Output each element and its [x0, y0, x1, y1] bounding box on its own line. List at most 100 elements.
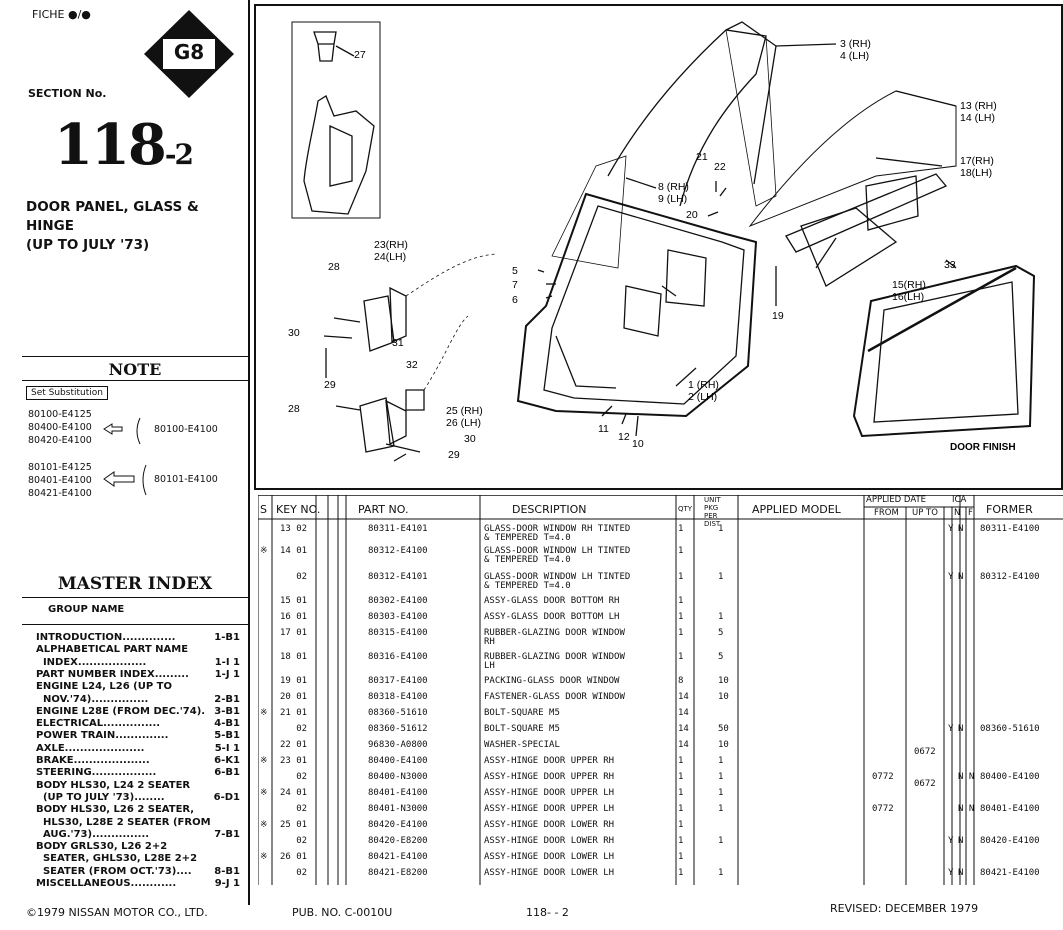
callout-12: 12 [618, 431, 630, 443]
master-index-item: INTRODUCTION..............1-B1 [36, 632, 246, 643]
section-number: 118-2 [54, 112, 194, 178]
callout-25rh: 25 (RH) [446, 405, 483, 417]
cell-former: 80312-E4100 [980, 572, 1040, 582]
callout-22: 22 [714, 161, 726, 173]
exploded-diagram: 27 3 (RH) 4 (LH) 13 (RH) 14 (LH) 21 22 1… [254, 4, 1063, 490]
col-n: N [954, 508, 961, 518]
index-item-page: 3-B1 [214, 705, 240, 717]
index-item-label: AXLE..................... [36, 742, 145, 754]
substitution-target-1: 80100-E4100 [154, 424, 218, 435]
cell-desc: ASSY-HINGE DOOR LOWER LH [484, 868, 615, 878]
cell-key: 25 01 [280, 820, 308, 830]
cell-qty: 1 [678, 652, 684, 662]
col-s: S [260, 503, 267, 516]
cell-s: ※ [260, 788, 268, 798]
cell-y: Y [948, 868, 954, 878]
cell-former: 80311-E4100 [980, 524, 1040, 534]
cell-part: 80401-E4100 [368, 788, 428, 798]
index-item-page: 5-B1 [214, 730, 240, 742]
index-item-label: INDEX.................. [36, 656, 147, 668]
door-assembly-drawing: 27 3 (RH) 4 (LH) 13 (RH) 14 (LH) 21 22 1… [288, 21, 1036, 462]
cell-key: 02 [280, 724, 308, 734]
arrow-left-icon [103, 464, 147, 496]
page-number: 118- - 2 [526, 906, 569, 919]
note-title: NOTE [108, 360, 162, 379]
cell-part: 80315-E4100 [368, 628, 428, 638]
cell-desc: ASSY-HINGE DOOR LOWER RH [484, 836, 615, 846]
index-item-label: (UP TO JULY '73)........ [36, 791, 165, 803]
cell-former: 80401-E4100 [980, 804, 1040, 814]
cell-n: N [958, 724, 964, 734]
index-item-label: BRAKE.................... [36, 755, 150, 766]
callout-15rh: 15(RH) [892, 279, 926, 291]
title-line-3: (UP TO JULY '73) [26, 237, 150, 253]
callout-3rh: 3 (RH) [840, 38, 871, 50]
index-item-label: MISCELLANEOUS............ [36, 878, 177, 889]
cell-qty: 1 [678, 524, 684, 534]
cell-qty: 1 [678, 788, 684, 798]
door-finish-label: DOOR FINISH [950, 442, 1016, 453]
cell-desc: RUBBER-GLAZING DOOR WINDOW LH [484, 652, 625, 671]
cell-key: 02 [280, 836, 308, 846]
fiche-label: FICHE ●/● [32, 8, 91, 21]
callout-4lh: 4 (LH) [840, 50, 869, 62]
cell-qty: 1 [678, 756, 684, 766]
cell-key: 17 01 [280, 628, 308, 638]
index-item-label: SEATER, GHLS30, L28E 2+2 [36, 853, 198, 865]
cell-part: 80302-E4100 [368, 596, 428, 606]
sub-part: 80420-E4100 [28, 435, 92, 446]
index-item-label: HLS30, L28E 2 SEATER (FROM [36, 816, 211, 828]
index-item-label: BODY HLS30, L24 2 SEATER [36, 779, 191, 791]
cell-unit: 1 [718, 836, 724, 846]
cell-part: 96830-A0800 [368, 740, 428, 750]
cell-qty: 1 [678, 572, 684, 582]
cell-key: 02 [280, 572, 308, 582]
title-line-2: HINGE [26, 218, 74, 234]
cell-qty: 1 [678, 546, 684, 556]
cell-unit: 1 [718, 868, 724, 878]
master-index-item: NOV.'74)...............2-B1 [36, 694, 246, 705]
master-index-item: SEATER, GHLS30, L28E 2+2 [36, 853, 246, 864]
callout-16lh: 16(LH) [892, 291, 924, 303]
divider [22, 380, 248, 381]
index-item-page: 8-B1 [214, 865, 240, 877]
substitution-target-2: 80101-E4100 [154, 474, 218, 485]
callout-23rh: 23(RH) [374, 239, 408, 251]
cell-key: 13 02 [280, 524, 308, 534]
index-item-label: ENGINE L28E (FROM DEC.'74). [36, 705, 206, 717]
cell-y: Y [948, 524, 954, 534]
index-item-page: 4-B1 [214, 718, 240, 730]
index-item-page: 1-J 1 [214, 668, 240, 680]
col-from: FROM [874, 508, 899, 518]
callout-14lh: 14 (LH) [960, 112, 995, 124]
index-item-page: 7-B1 [214, 828, 240, 840]
cell-part: 80420-E8200 [368, 836, 428, 846]
cell-qty: 1 [678, 612, 684, 622]
cell-unit: 1 [718, 788, 724, 798]
callout-21: 21 [696, 151, 708, 163]
cell-former: 08360-51610 [980, 724, 1040, 734]
cell-y: Y [948, 572, 954, 582]
section-number-main: 118 [54, 112, 167, 178]
master-index-item: HLS30, L28E 2 SEATER (FROM [36, 817, 246, 828]
col-key-no: KEY NO. [276, 503, 321, 516]
index-item-label: ALPHABETICAL PART NAME [36, 644, 189, 656]
cell-qty: 1 [678, 868, 684, 878]
cell-part: 80421-E8200 [368, 868, 428, 878]
col-qty: QTY [678, 505, 693, 513]
callout-28: 28 [328, 261, 340, 273]
cell-unit: 5 [718, 628, 724, 638]
cell-key: 15 01 [280, 596, 308, 606]
col-up-to: UP TO [912, 508, 938, 518]
cell-qty: 1 [678, 852, 684, 862]
divider [22, 624, 248, 625]
cell-key: 24 01 [280, 788, 308, 798]
index-item-label: PART NUMBER INDEX......... [36, 668, 189, 680]
index-item-label: ELECTRICAL............... [36, 718, 161, 730]
callout-5: 5 [512, 265, 518, 277]
vertical-divider [248, 0, 250, 905]
cell-key: 21 01 [280, 708, 308, 718]
callout-1rh: 1 (RH) [688, 379, 719, 391]
cell-y: Y [948, 836, 954, 846]
master-index-item: BODY GRLS30, L26 2+2 [36, 841, 246, 852]
